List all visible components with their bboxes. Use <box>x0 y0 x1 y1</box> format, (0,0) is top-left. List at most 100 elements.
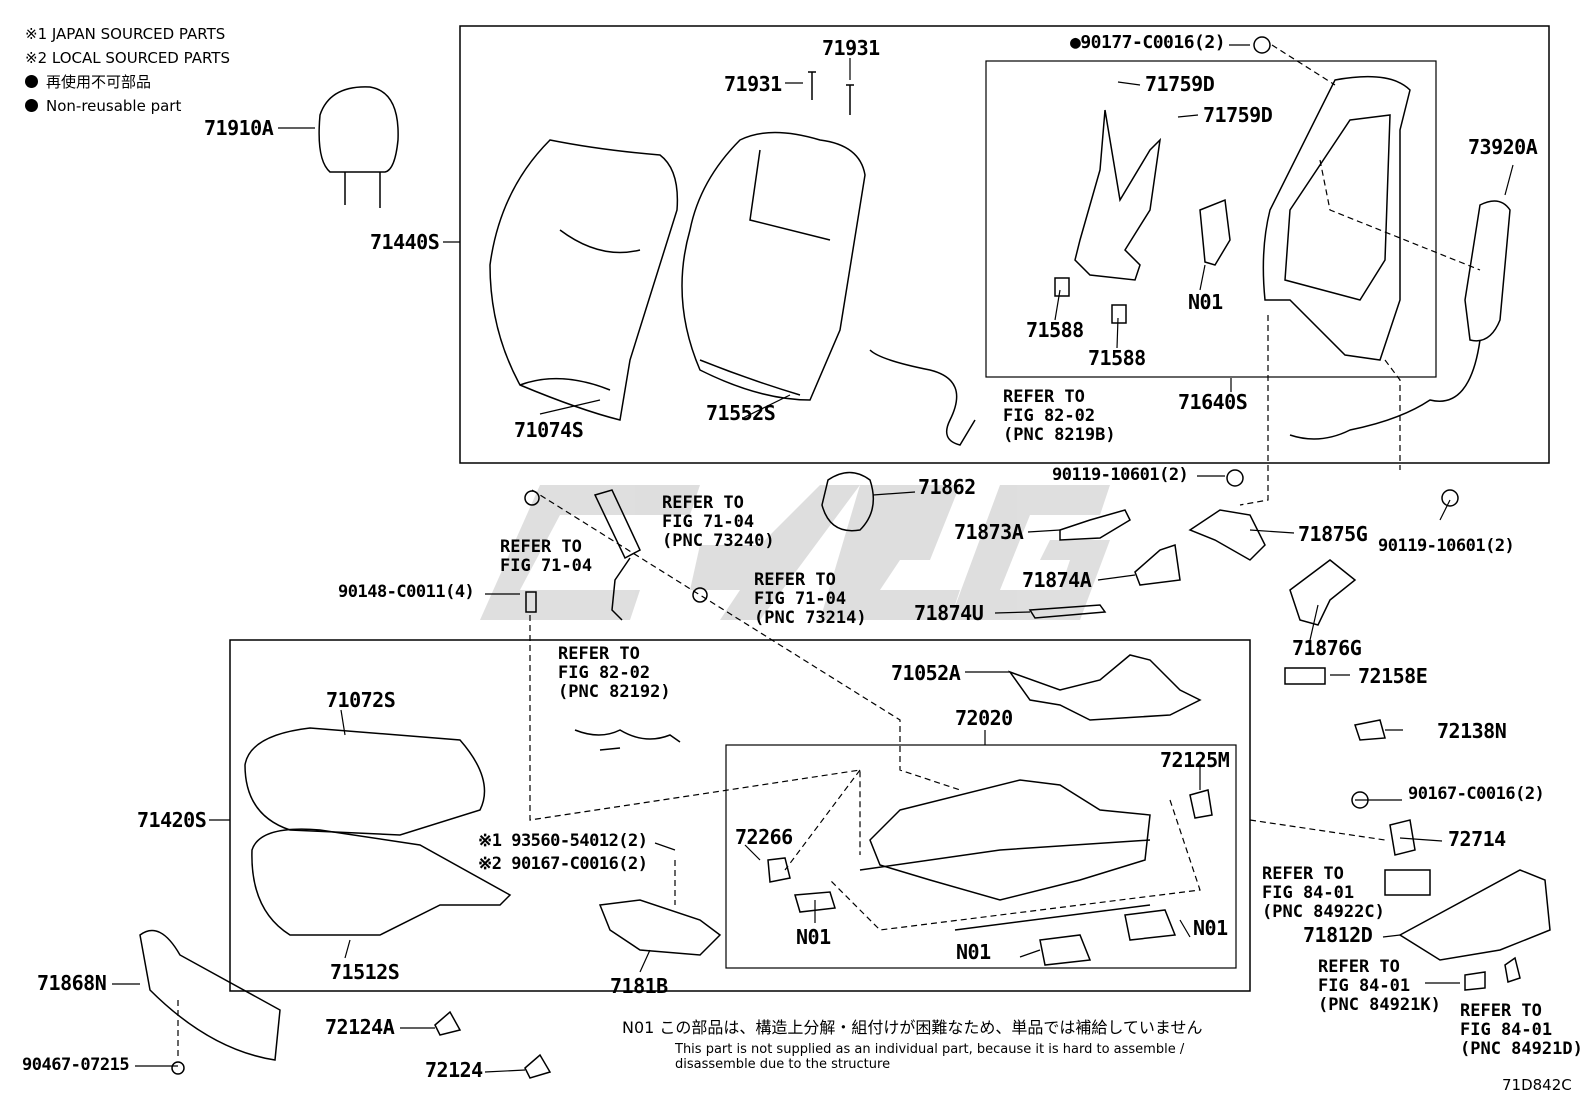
legend: ※1 JAPAN SOURCED PARTS ※2 LOCAL SOURCED … <box>25 22 230 118</box>
label-71074S[interactable]: 71074S <box>514 418 584 442</box>
side-cover-71812D <box>1398 869 1551 961</box>
note-n01-en-2: disassemble due to the structure <box>675 1057 891 1072</box>
wire-harness-8219b <box>869 349 976 446</box>
seatback-frame-inner <box>1284 114 1391 301</box>
label-n01-c[interactable]: N01 <box>1193 916 1228 940</box>
legend-nonreusable-jp: 再使用不可部品 <box>46 73 152 91</box>
label-72138N[interactable]: 72138N <box>1437 719 1507 743</box>
wire-harness-82192 <box>574 729 681 751</box>
switch-84922C <box>1384 869 1431 896</box>
bolt-90148 <box>525 591 537 613</box>
seatback-cover-seam <box>519 229 641 391</box>
cover-71874U <box>1028 604 1107 619</box>
filled-dot-icon <box>25 75 38 88</box>
label-71874U[interactable]: 71874U <box>914 601 984 625</box>
seatback-group-frame <box>459 25 1550 464</box>
label-71512S[interactable]: 71512S <box>330 960 400 984</box>
label-90119-a[interactable]: 90119-10601(2) <box>1052 465 1189 485</box>
label-71759D-b[interactable]: 71759D <box>1203 103 1273 127</box>
sensor-72125M <box>1189 789 1213 819</box>
note-n01-jp: N01 この部品は、構造上分解・組付けが困難なため、単品では補給していません <box>622 1018 1203 1037</box>
seatback-pad-outline <box>681 131 866 401</box>
knob-84921K <box>1464 971 1486 991</box>
bracket-72266 <box>767 857 791 883</box>
lumbar-bracket <box>1074 109 1162 281</box>
filled-dot-icon <box>25 99 38 112</box>
legend-local: ※2 LOCAL SOURCED PARTS <box>25 49 230 67</box>
cover-71876G <box>1289 559 1357 626</box>
label-93560[interactable]: ※1 93560-54012(2) <box>478 831 648 851</box>
label-71876G[interactable]: 71876G <box>1292 636 1362 660</box>
airbag-wire <box>1289 339 1481 440</box>
label-71052A[interactable]: 71052A <box>891 661 961 685</box>
label-71552S[interactable]: 71552S <box>706 401 776 425</box>
label-71072S[interactable]: 71072S <box>326 688 396 712</box>
label-71640S[interactable]: 71640S <box>1178 390 1248 414</box>
label-90177[interactable]: ●90177-C0016(2) <box>1070 32 1226 53</box>
label-71931-b[interactable]: 71931 <box>822 36 880 60</box>
seat-track-assy <box>869 779 1151 901</box>
seat-cushion-pad <box>251 828 512 936</box>
label-71588-b[interactable]: 71588 <box>1088 346 1146 370</box>
label-72158E[interactable]: 72158E <box>1358 664 1428 688</box>
label-71420S[interactable]: 71420S <box>137 808 207 832</box>
label-72124A[interactable]: 72124A <box>325 1015 395 1039</box>
label-71910A[interactable]: 71910A <box>204 116 274 140</box>
label-90167-a[interactable]: ※2 90167-C0016(2) <box>478 854 648 874</box>
motor-n01-a <box>794 891 836 913</box>
label-72020[interactable]: 72020 <box>955 706 1013 730</box>
label-7181B[interactable]: 7181B <box>610 974 668 998</box>
cover-71873A <box>1059 509 1131 541</box>
motor-n01-b <box>1039 934 1092 966</box>
label-n01-top[interactable]: N01 <box>1188 290 1223 314</box>
headrest-outline <box>318 86 399 173</box>
label-72124[interactable]: 72124 <box>425 1058 483 1082</box>
label-90167-b[interactable]: 90167-C0016(2) <box>1408 784 1545 804</box>
label-n01-a[interactable]: N01 <box>796 925 831 949</box>
connector-72714 <box>1389 819 1416 856</box>
track-subgroup-box <box>725 744 1237 969</box>
seat-cushion-cover <box>244 727 486 836</box>
label-n01-b[interactable]: N01 <box>956 940 991 964</box>
clip-71588-a <box>1054 277 1070 297</box>
grommet-a <box>524 490 540 506</box>
label-71874A[interactable]: 71874A <box>1022 568 1092 592</box>
label-71588-a[interactable]: 71588 <box>1026 318 1084 342</box>
label-72266[interactable]: 72266 <box>735 825 793 849</box>
label-72714[interactable]: 72714 <box>1448 827 1506 851</box>
label-71868N[interactable]: 71868N <box>37 971 107 995</box>
spring-assy-71052A <box>1007 654 1202 721</box>
label-90467[interactable]: 90467-07215 <box>22 1055 130 1075</box>
label-71812D[interactable]: 71812D <box>1303 923 1373 947</box>
clip-71588-b <box>1111 304 1127 324</box>
motor-n01-top <box>1199 198 1231 266</box>
label-73920A[interactable]: 73920A <box>1468 135 1538 159</box>
legend-nonreusable-en: Non-reusable part <box>46 97 182 115</box>
label-90119-b[interactable]: 90119-10601(2) <box>1378 536 1515 556</box>
label-71875G[interactable]: 71875G <box>1298 522 1368 546</box>
label-72125M[interactable]: 72125M <box>1160 748 1230 772</box>
label-71862[interactable]: 71862 <box>918 475 976 499</box>
clip-90177 <box>1253 36 1271 54</box>
label-71873A[interactable]: 71873A <box>954 520 1024 544</box>
seatbelt-buckle <box>593 489 641 621</box>
label-90148[interactable]: 90148-C0011(4) <box>338 582 475 602</box>
bolt-71931-b <box>846 84 854 115</box>
bolt-90119-b <box>1441 489 1459 507</box>
label-71440S[interactable]: 71440S <box>370 230 440 254</box>
watermark-logo <box>480 485 1110 620</box>
label-71931-a[interactable]: 71931 <box>724 72 782 96</box>
dashed-leaders <box>177 44 1481 1060</box>
bolt-90167 <box>1351 791 1369 809</box>
label-71759D-a[interactable]: 71759D <box>1145 72 1215 96</box>
seatback-pad-inner <box>699 149 831 396</box>
